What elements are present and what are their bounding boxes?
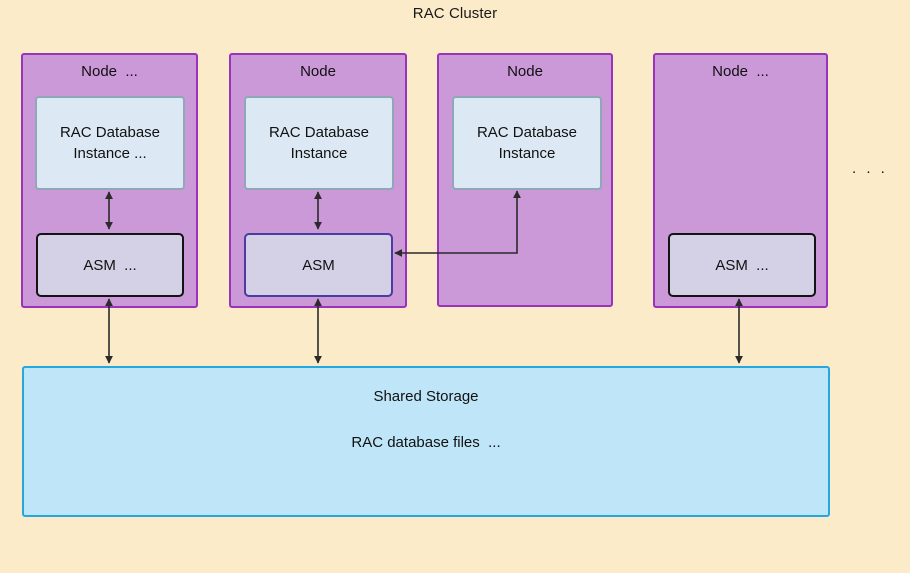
rac-database-instance-label-3: RAC Database Instance (476, 123, 578, 162)
shared-storage-subtitle: RAC database files ... (351, 434, 501, 451)
node-label-4: Node ... (712, 63, 769, 80)
shared-storage-title: Shared Storage (373, 388, 479, 405)
node-label-3: Node (507, 63, 543, 80)
shared-storage-box[interactable]: Shared Storage RAC database files ... (22, 366, 830, 517)
asm-box-2[interactable]: ASM (244, 233, 393, 297)
node-box-3[interactable]: Node RAC Database Instance (437, 53, 613, 307)
asm-label-2: ASM (302, 256, 335, 274)
rac-database-instance-box-1[interactable]: RAC Database Instance ... (35, 96, 185, 190)
rac-database-instance-box-3[interactable]: RAC Database Instance (452, 96, 602, 190)
node-box-4[interactable]: Node ... ASM ... (653, 53, 828, 308)
asm-box-4[interactable]: ASM ... (668, 233, 816, 297)
rac-database-instance-label-1: RAC Database Instance ... (59, 123, 161, 162)
asm-label-1: ASM ... (83, 256, 137, 274)
node-box-1[interactable]: Node ... RAC Database Instance ... ASM .… (21, 53, 198, 308)
node-box-2[interactable]: Node RAC Database Instance ASM (229, 53, 407, 308)
cluster-ellipsis: . . . (852, 160, 888, 177)
node-label-1: Node ... (81, 63, 138, 80)
asm-label-4: ASM ... (715, 256, 769, 274)
page-title: RAC Cluster (412, 5, 498, 22)
rac-database-instance-box-2[interactable]: RAC Database Instance (244, 96, 394, 190)
asm-box-1[interactable]: ASM ... (36, 233, 184, 297)
node-label-2: Node (300, 63, 336, 80)
rac-database-instance-label-2: RAC Database Instance (268, 123, 370, 162)
